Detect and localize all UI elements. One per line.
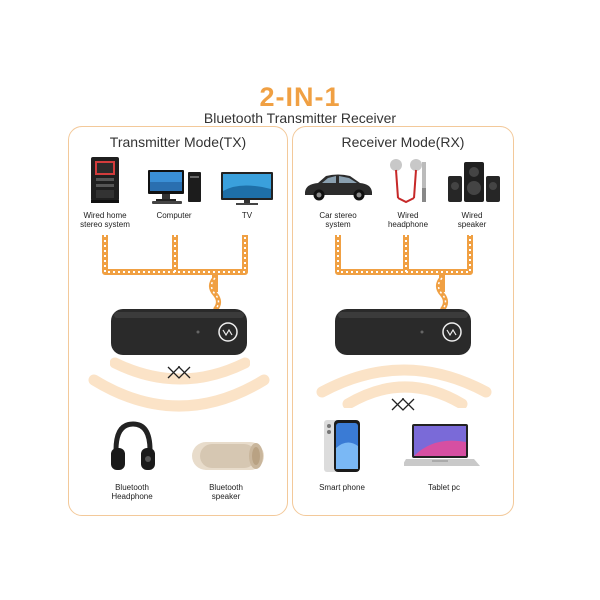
tv-icon — [220, 171, 274, 205]
rx-source-label-phone: Smart phone — [319, 483, 365, 492]
rx-receiver-device — [334, 308, 472, 358]
tx-source-label-computer: Computer — [156, 211, 192, 220]
tx-target-label-headphone: Bluetooth Headphone — [111, 483, 153, 501]
tx-source-label-tv: TV — [241, 211, 253, 220]
main-title: 2-IN-1 — [259, 82, 341, 112]
rx-output-label-speaker: Wired speaker — [457, 211, 487, 229]
rx-wave-upper — [314, 358, 494, 398]
rx-source-label-tablet: Tablet pc — [427, 483, 461, 492]
tx-wave-upper — [110, 357, 250, 397]
tx-wave-lower — [88, 372, 270, 428]
tx-panel-title: Transmitter Mode(TX) — [109, 134, 247, 150]
headphone-icon — [110, 420, 156, 474]
car-icon — [302, 172, 374, 202]
tx-cable-tree — [68, 230, 288, 320]
stereo-tower-icon — [88, 156, 122, 204]
rx-output-label-car: Car stereo system — [319, 211, 357, 229]
main-subtitle: Bluetooth Transmitter Receiver — [203, 110, 397, 126]
rx-cable-tree — [292, 230, 512, 320]
rx-output-label-headphone: Wired headphone — [387, 211, 429, 229]
tx-target-label-speaker: Bluetooth speaker — [209, 483, 243, 501]
tx-source-label-stereo: Wired home stereo system — [80, 211, 130, 229]
tx-transmitter-device — [110, 308, 248, 358]
rx-wave-lower — [340, 376, 470, 408]
speaker-set-icon — [446, 160, 502, 204]
phone-icon — [322, 418, 362, 474]
tx-bluetooth-signal-icon — [166, 364, 192, 380]
laptop-icon — [404, 422, 482, 468]
earphone-icon — [386, 158, 430, 208]
speaker-icon — [190, 438, 266, 474]
computer-icon — [146, 168, 204, 204]
rx-bluetooth-signal-icon — [390, 396, 416, 412]
rx-panel-title: Receiver Mode(RX) — [341, 134, 465, 150]
